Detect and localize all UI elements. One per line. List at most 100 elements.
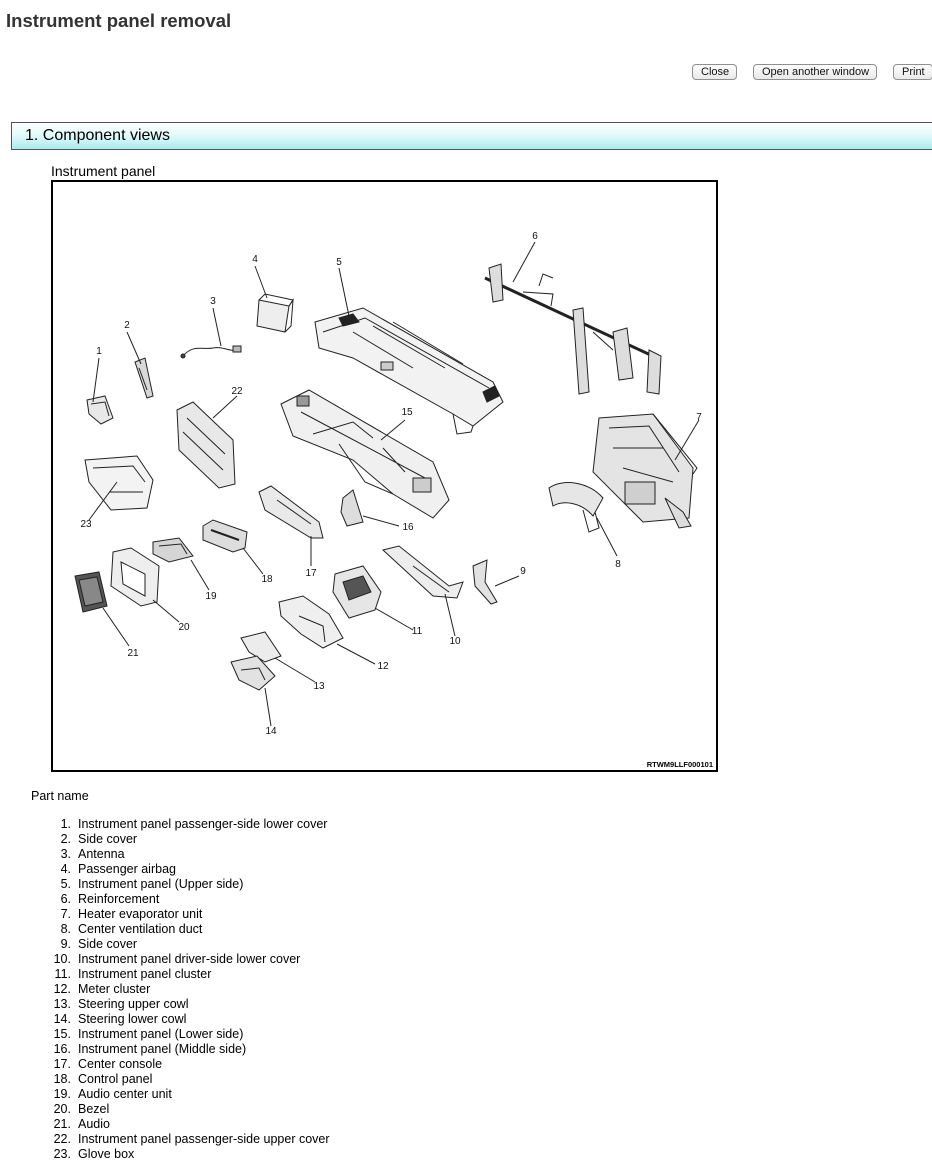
part-number: 4. (60, 862, 71, 876)
toolbar: Close Open another window Print (0, 64, 932, 82)
leader-line-15 (380, 419, 406, 441)
part-name: Instrument panel cluster (78, 967, 212, 981)
callout-8: 8 (615, 559, 621, 570)
part-name: Instrument panel (Lower side) (78, 1027, 244, 1041)
callout-23: 23 (80, 519, 92, 530)
part-number: 12. (53, 982, 71, 996)
part-name: Center ventilation duct (78, 922, 203, 936)
part-12-drawing (278, 595, 344, 649)
part-name: Center console (78, 1057, 163, 1071)
part-list-item: 5. Instrument panel (Upper side) (51, 877, 330, 892)
part-number: 3. (60, 847, 71, 861)
callout-18: 18 (261, 574, 273, 585)
part-name: Steering upper cowl (78, 997, 189, 1011)
part-list-item: 8. Center ventilation duct (51, 922, 330, 937)
part-number: 21. (53, 1117, 71, 1131)
part-number: 14. (53, 1012, 71, 1026)
leader-line-12 (336, 643, 376, 665)
part-name: Instrument panel passenger-side lower co… (78, 817, 328, 831)
exploded-view-illustration: 1 2 3 4 5 6 7 8 9 10 11 12 13 14 15 16 1… (74, 231, 702, 737)
part-22-drawing (176, 401, 236, 489)
part-name: Side cover (78, 832, 138, 846)
leader-line-20 (152, 599, 180, 623)
callout-1: 1 (96, 346, 102, 357)
part-number: 16. (53, 1042, 71, 1056)
callout-9: 9 (520, 566, 526, 577)
part-name: Meter cluster (78, 982, 151, 996)
part-21-drawing (74, 571, 108, 613)
part-list-item: 16.Instrument panel (Middle side) (51, 1042, 330, 1057)
part-name: Passenger airbag (78, 862, 176, 876)
leader-line-4 (254, 265, 268, 299)
part-list-item: 10.Instrument panel driver-side lower co… (51, 952, 330, 967)
part-name: Audio center unit (78, 1087, 172, 1101)
part-14-drawing (230, 655, 276, 691)
section-title: 1. Component views (25, 127, 170, 144)
leader-line-6 (512, 241, 536, 283)
part-13-drawing (240, 631, 282, 663)
part-1-drawing (86, 395, 114, 425)
parts-heading: Part name (31, 789, 89, 803)
part-number: 2. (60, 832, 71, 846)
part-16-drawing (340, 489, 364, 527)
callout-16: 16 (402, 522, 414, 533)
component-diagram: 1 2 3 4 5 6 7 8 9 10 11 12 13 14 15 16 1… (51, 180, 718, 772)
part-number: 18. (53, 1072, 71, 1086)
part-number: 5. (60, 877, 71, 891)
part-name: Instrument panel passenger-side upper co… (78, 1132, 330, 1146)
part-number: 6. (60, 892, 71, 906)
print-button[interactable]: Print (893, 64, 932, 80)
part-23-drawing (84, 455, 154, 511)
part-number: 9. (60, 937, 71, 951)
leader-line-13 (274, 657, 316, 683)
leader-line-9 (494, 575, 520, 587)
part-number: 19. (53, 1087, 71, 1101)
callout-13: 13 (313, 681, 325, 692)
part-list-item: 18. Control panel (51, 1072, 330, 1087)
part-name: Reinforcement (78, 892, 160, 906)
part-list-item: 4. Passenger airbag (51, 862, 330, 877)
part-list-item: 22.Instrument panel passenger-side upper… (51, 1132, 330, 1147)
part-17-drawing (258, 485, 324, 539)
part-list-item: 11. Instrument panel cluster (51, 967, 330, 982)
part-list-item: 21. Audio (51, 1117, 330, 1132)
part-name: Instrument panel (Upper side) (78, 877, 244, 891)
figure-id: RTWM9LLF000101 (646, 760, 713, 769)
callout-19: 19 (205, 591, 217, 602)
callout-10: 10 (449, 636, 461, 647)
part-list-item: 14. Steering lower cowl (51, 1012, 330, 1027)
part-7-drawing (592, 413, 698, 529)
open-another-window-button[interactable]: Open another window (753, 64, 877, 80)
leader-line-21 (102, 607, 130, 647)
part-number: 8. (60, 922, 71, 936)
part-11-drawing (332, 565, 382, 619)
part-name: Control panel (78, 1072, 153, 1086)
part-name: Audio (78, 1117, 110, 1131)
callout-3: 3 (210, 296, 216, 307)
callout-21: 21 (127, 648, 139, 659)
callout-numbers: 1 2 3 4 5 6 7 8 9 10 11 12 13 14 15 16 1… (80, 231, 702, 737)
part-19-drawing (152, 537, 194, 563)
part-name: Steering lower cowl (78, 1012, 187, 1026)
part-name: Side cover (78, 937, 138, 951)
part-number: 11. (54, 967, 71, 981)
figure-caption: Instrument panel (51, 163, 156, 179)
part-list-item: 6. Reinforcement (51, 892, 330, 907)
close-button[interactable]: Close (692, 64, 737, 80)
part-number: 7. (60, 907, 71, 921)
leader-lines (88, 241, 700, 727)
leader-line-2 (126, 331, 142, 365)
part-list-item: 9. Side cover (51, 937, 330, 952)
callout-11: 11 (412, 626, 423, 637)
callout-6: 6 (532, 231, 538, 242)
section-header: 1. Component views (11, 122, 932, 150)
part-2-drawing (134, 357, 154, 399)
part-list-item: 7.Heater evaporator unit (51, 907, 330, 922)
part-number: 13. (53, 997, 71, 1011)
leader-line-23 (88, 481, 118, 521)
part-15-drawing (280, 389, 450, 519)
leader-line-1 (92, 357, 100, 403)
part-18-drawing (202, 519, 248, 553)
part-list-item: 13. Steering upper cowl (51, 997, 330, 1012)
callout-7: 7 (696, 412, 702, 423)
